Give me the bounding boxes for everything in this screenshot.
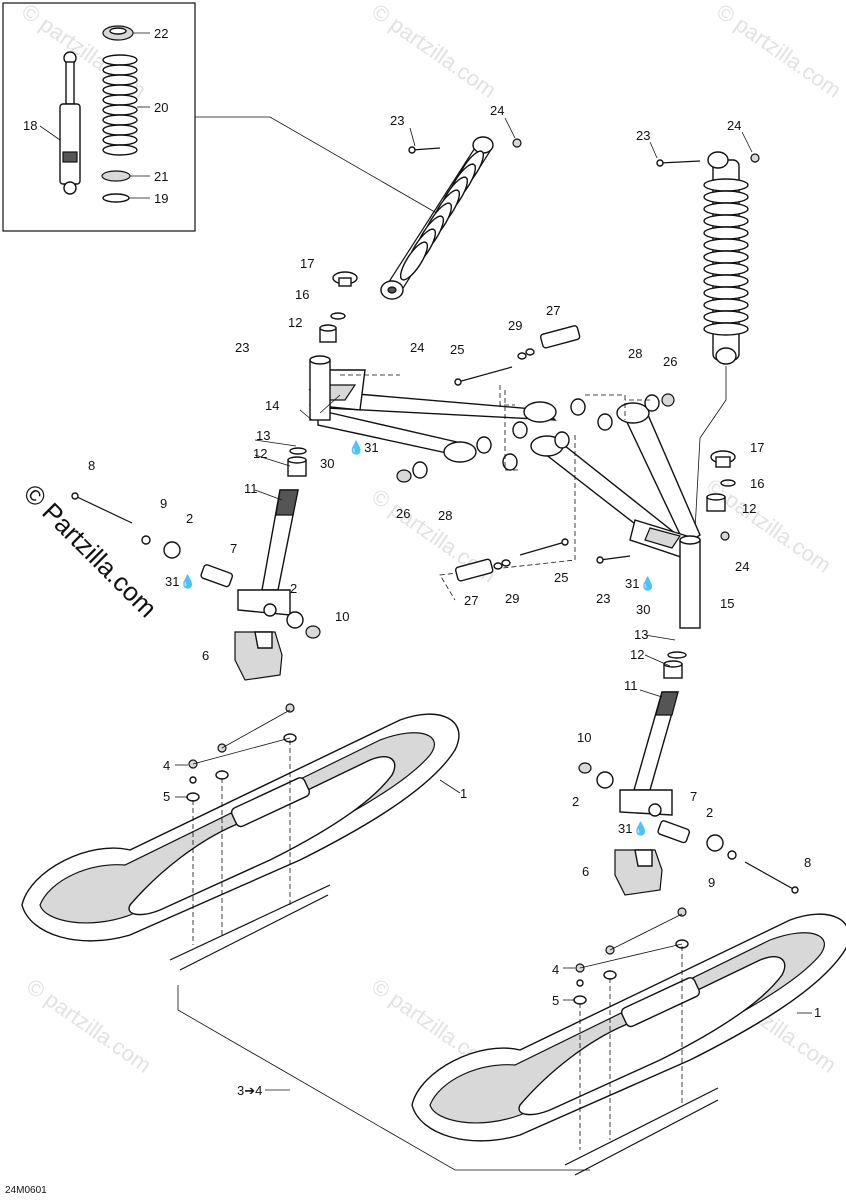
callout-12: 12 xyxy=(630,647,644,662)
callout-23: 23 xyxy=(596,591,610,606)
side-watermark: © Partzilla.com xyxy=(18,478,163,623)
left-shock xyxy=(380,117,522,300)
callout-14: 14 xyxy=(265,398,279,413)
spring-coil xyxy=(399,150,485,281)
callout-26: 26 xyxy=(663,354,677,369)
watermark: © partzilla.com xyxy=(367,0,501,103)
callout-11: 11 xyxy=(244,481,258,496)
spring-coil xyxy=(102,54,138,156)
bracket-3-4 xyxy=(177,985,590,1171)
right-shock xyxy=(649,131,760,531)
callout-10: 10 xyxy=(335,609,349,624)
callout-17: 17 xyxy=(300,256,314,271)
callout-2: 2 xyxy=(186,511,193,526)
callout-16: 16 xyxy=(750,476,764,491)
callout-16: 16 xyxy=(295,287,309,302)
callout-24: 24 xyxy=(410,340,424,355)
callout-20: 20 xyxy=(154,100,168,115)
callout-30: 30 xyxy=(320,456,334,471)
left-spindle xyxy=(237,271,358,617)
callout-6: 6 xyxy=(582,864,589,879)
callout-31: 31💧 xyxy=(618,821,649,836)
callout-2: 2 xyxy=(572,794,579,809)
callout-31: 31💧 xyxy=(625,576,656,591)
callout-5: 5 xyxy=(552,993,559,1008)
callout-30: 30 xyxy=(636,602,650,617)
callout-6: 6 xyxy=(202,648,209,663)
callout-3-4: 3➔4 xyxy=(237,1083,262,1098)
callout-27: 27 xyxy=(464,593,478,608)
left-a-arm xyxy=(299,355,557,463)
callout-31: 💧31 xyxy=(348,440,379,455)
callout-25: 25 xyxy=(554,570,568,585)
callout-18: 18 xyxy=(23,118,37,133)
watermark: © partzilla.com xyxy=(702,474,836,578)
callout-2: 2 xyxy=(290,581,297,596)
callout-23: 23 xyxy=(235,340,249,355)
right-a-arm xyxy=(530,402,701,629)
right-ski xyxy=(411,907,846,1176)
callout-28: 28 xyxy=(628,346,642,361)
callout-12: 12 xyxy=(253,446,267,461)
callout-21: 21 xyxy=(154,169,168,184)
callout-2: 2 xyxy=(706,805,713,820)
callout-12: 12 xyxy=(742,501,756,516)
callout-28: 28 xyxy=(438,508,452,523)
callout-1: 1 xyxy=(814,1005,821,1020)
callout-25: 25 xyxy=(450,342,464,357)
callout-23: 23 xyxy=(636,128,650,143)
dashed-guides xyxy=(340,374,650,601)
callout-4: 4 xyxy=(552,962,559,977)
right-spindle xyxy=(578,450,799,896)
bushings-upper xyxy=(396,325,675,483)
left-ski xyxy=(21,703,461,971)
left-knuckle-parts xyxy=(71,492,321,681)
callout-10: 10 xyxy=(577,730,591,745)
watermark: © partzilla.com xyxy=(712,0,846,103)
callout-labels: 22 20 18 21 19 23 24 23 24 17 16 12 23 2… xyxy=(23,26,821,1098)
callout-8: 8 xyxy=(804,855,811,870)
callout-26: 26 xyxy=(396,506,410,521)
callout-31: 31💧 xyxy=(165,574,196,589)
callout-13: 13 xyxy=(256,428,270,443)
spring-coil xyxy=(703,178,749,336)
callout-7: 7 xyxy=(690,789,697,804)
callout-7: 7 xyxy=(230,541,237,556)
callout-27: 27 xyxy=(546,303,560,318)
callout-22: 22 xyxy=(154,26,168,41)
callout-13: 13 xyxy=(634,627,648,642)
callout-15: 15 xyxy=(720,596,734,611)
callout-17: 17 xyxy=(750,440,764,455)
callout-1: 1 xyxy=(460,786,467,801)
callout-8: 8 xyxy=(88,458,95,473)
callout-4: 4 xyxy=(163,758,170,773)
callout-5: 5 xyxy=(163,789,170,804)
callout-9: 9 xyxy=(160,496,167,511)
callout-23: 23 xyxy=(390,113,404,128)
callout-29: 29 xyxy=(508,318,522,333)
callout-24: 24 xyxy=(490,103,504,118)
callout-11: 11 xyxy=(624,678,638,693)
callout-9: 9 xyxy=(708,875,715,890)
callout-12: 12 xyxy=(288,315,302,330)
bushings-lower xyxy=(454,531,730,582)
watermark: © partzilla.com xyxy=(22,974,156,1078)
diagram-code: 24M0601 xyxy=(5,1185,47,1196)
callout-24: 24 xyxy=(727,118,741,133)
callout-29: 29 xyxy=(505,591,519,606)
callout-19: 19 xyxy=(154,191,168,206)
callout-24: 24 xyxy=(735,559,749,574)
